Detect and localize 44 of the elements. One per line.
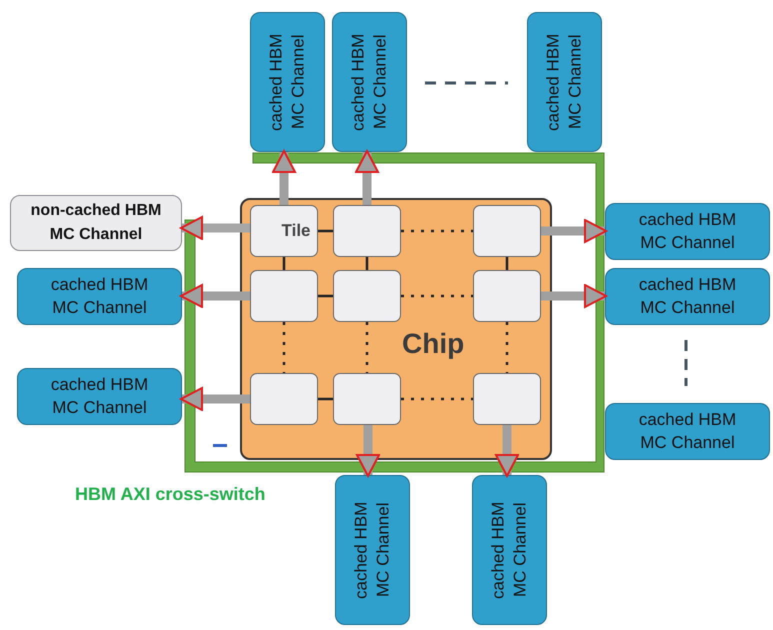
memory-channel-box: cached HBM MC Channel (605, 203, 770, 260)
link-line (318, 230, 333, 232)
memory-channel-box: cached HBM MC Channel (17, 268, 182, 325)
memory-channel-box: cached HBM MC Channel (332, 12, 407, 152)
tile-box (332, 372, 400, 424)
link-line (282, 257, 286, 270)
memory-channel-box: cached HBM MC Channel (250, 12, 325, 152)
tile-box (332, 204, 400, 256)
tile-box: Tile (250, 204, 318, 256)
arrow (541, 219, 607, 243)
arrow (355, 150, 379, 205)
link-line (506, 322, 508, 373)
tile-box (250, 372, 318, 424)
link-line (401, 294, 473, 298)
memory-channel-box: cached HBM MC Channel (472, 475, 547, 625)
arrow (356, 425, 380, 477)
arrow (272, 150, 296, 205)
memory-channel-box: non-cached HBM MC Channel (10, 195, 182, 251)
arrow (180, 387, 250, 411)
arrow (180, 284, 250, 308)
switch-label: HBM AXI cross-switch (75, 484, 266, 505)
memory-channel-box: cached HBM MC Channel (527, 12, 602, 152)
memory-channel-box: cached HBM MC Channel (335, 475, 410, 625)
link-line (506, 257, 508, 270)
link-line (366, 257, 368, 270)
arrow (180, 216, 250, 240)
chip-box (240, 198, 552, 460)
link-line (401, 230, 473, 232)
tile-box (472, 204, 540, 256)
link-line (318, 294, 333, 298)
arrow (541, 284, 607, 308)
link-line (282, 322, 286, 373)
memory-channel-box: cached HBM MC Channel (605, 268, 770, 325)
chip-label: Chip (402, 328, 464, 360)
tile-box (250, 270, 318, 322)
tile-box (332, 270, 400, 322)
tile-box (472, 270, 540, 322)
link-line (366, 322, 368, 373)
tile-box (472, 372, 540, 424)
memory-channel-box: cached HBM MC Channel (605, 403, 770, 460)
link-line (401, 398, 473, 400)
memory-channel-box: cached HBM MC Channel (17, 368, 182, 425)
link-line (318, 398, 333, 400)
arrow (495, 425, 519, 477)
